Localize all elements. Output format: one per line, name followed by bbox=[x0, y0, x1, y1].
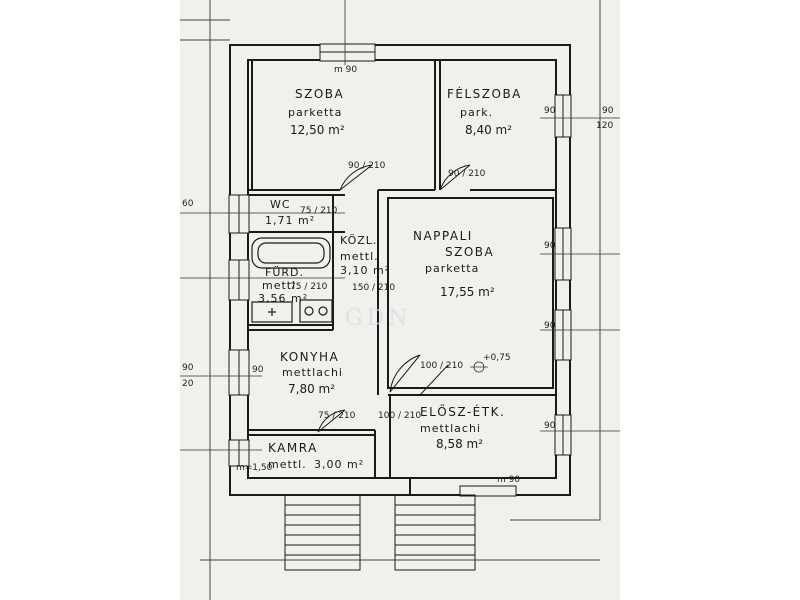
room-nappali-name: NAPPALI bbox=[413, 229, 473, 243]
room-szoba: SZOBA parketta 12,50 m² bbox=[288, 87, 345, 137]
room-furdo-area: 3,56 m² bbox=[258, 292, 308, 305]
door-swings bbox=[317, 164, 471, 433]
room-wc-area: 1,71 m² bbox=[265, 214, 315, 227]
dim-kamra-height: m=1,50 bbox=[236, 463, 273, 473]
bathtub-inner bbox=[257, 242, 325, 264]
room-nappali: NAPPALI SZOBA parketta 17,55 m² bbox=[413, 229, 495, 299]
room-furdo: FÜRD. mettl. 3,56 m² bbox=[258, 266, 308, 305]
paper-sheet bbox=[180, 0, 620, 600]
dim-left-20: 20 bbox=[182, 379, 194, 389]
room-wc-name: WC bbox=[270, 198, 291, 211]
room-kamra-name: KAMRA bbox=[268, 441, 318, 455]
room-szoba-area: 12,50 m² bbox=[290, 123, 345, 137]
door-elosz-swing bbox=[419, 364, 449, 396]
window-bottom bbox=[459, 485, 517, 497]
room-nappali-area: 17,55 m² bbox=[440, 285, 495, 299]
room-kozl-area: 3,10 m² bbox=[340, 264, 390, 277]
room-felszoba-area: 8,40 m² bbox=[465, 123, 512, 137]
dim-top-window: m 90 bbox=[334, 65, 357, 75]
room-nappali-name2: SZOBA bbox=[445, 245, 494, 259]
room-kamra-floor: mettl. bbox=[268, 458, 307, 471]
stove-burner-2 bbox=[318, 306, 328, 316]
dim-right-120: 120 bbox=[596, 121, 613, 131]
room-konyha: KONYHA mettlachi 7,80 m² bbox=[280, 350, 343, 396]
stove bbox=[299, 299, 333, 323]
room-szoba-floor: parketta bbox=[288, 106, 342, 119]
dim-felszoba-window: 90 bbox=[544, 106, 556, 116]
sink bbox=[251, 301, 293, 323]
dimension-lines bbox=[180, 0, 620, 451]
room-felszoba-floor: park. bbox=[460, 106, 493, 119]
room-felszoba: FÉLSZOBA park. 8,40 m² bbox=[447, 86, 522, 137]
room-kozl: KÖZL. mettl. 3,10 m² bbox=[340, 234, 390, 277]
room-eloszetk-area: 8,58 m² bbox=[436, 437, 483, 451]
room-kamra: KAMRA mettl. 3,00 m² bbox=[268, 441, 364, 471]
dim-right-window-2: 90 bbox=[544, 321, 556, 331]
interior-walls bbox=[248, 60, 556, 495]
room-furdo-floor: mettl. bbox=[262, 279, 301, 292]
bathroom-fixtures bbox=[251, 237, 333, 323]
dim-level: +0,75 bbox=[483, 353, 511, 363]
room-furdo-name: FÜRD. bbox=[265, 266, 304, 279]
stairs bbox=[284, 494, 476, 571]
dim-door-nappali: 150 / 210 bbox=[352, 283, 395, 293]
dim-door-konyha: 75 / 210 bbox=[318, 411, 356, 421]
room-eloszetk-floor: mettlachi bbox=[420, 422, 481, 435]
dim-bottom-window: m 90 bbox=[497, 475, 520, 485]
dim-right-90: 90 bbox=[602, 106, 614, 116]
dim-right-window-1: 90 bbox=[544, 241, 556, 251]
watermark: GDN bbox=[345, 306, 411, 331]
room-kamra-area: 3,00 m² bbox=[314, 458, 364, 471]
door-felszoba-swing bbox=[439, 164, 471, 191]
dim-left-60: 60 bbox=[182, 199, 194, 209]
stairs-right bbox=[394, 494, 476, 571]
room-wc: WC 1,71 m² bbox=[265, 198, 315, 227]
bathtub bbox=[251, 237, 331, 269]
dim-door-szoba: 90 / 210 bbox=[348, 161, 386, 171]
dim-door-wc: 75 / 210 bbox=[300, 206, 338, 216]
dim-door-elosz: 100 / 210 bbox=[378, 411, 421, 421]
room-kozl-name: KÖZL. bbox=[340, 234, 377, 247]
door-szoba-swing bbox=[339, 164, 373, 191]
stove-burner-1 bbox=[304, 306, 314, 316]
door-konyha-swing bbox=[317, 409, 346, 433]
dim-right-window-3: 90 bbox=[544, 421, 556, 431]
site-lines bbox=[180, 0, 601, 600]
dim-door-felszoba: 90 / 210 bbox=[448, 169, 486, 179]
door-nappali-swing bbox=[389, 354, 421, 393]
room-felszoba-name: FÉLSZOBA bbox=[447, 86, 522, 101]
room-konyha-floor: mettlachi bbox=[282, 366, 343, 379]
room-kozl-floor: mettl. bbox=[340, 250, 379, 263]
room-konyha-area: 7,80 m² bbox=[288, 382, 335, 396]
dim-door-furdo: 75 / 210 bbox=[290, 282, 328, 292]
room-szoba-name: SZOBA bbox=[295, 87, 344, 101]
wall-nappali bbox=[387, 197, 554, 389]
dim-door-nappali-2: 100 / 210 bbox=[420, 361, 463, 371]
room-eloszetk-name: ELŐSZ-ÉTK. bbox=[420, 404, 505, 419]
dim-konyha-window: 90 bbox=[252, 365, 264, 375]
room-eloszetk: ELŐSZ-ÉTK. mettlachi 8,58 m² bbox=[420, 404, 505, 451]
stairs-left bbox=[284, 494, 361, 571]
dim-left-90: 90 bbox=[182, 363, 194, 373]
dimension-labels: m 90 m 90 90 90 90 90 90 90 / 210 90 / 2… bbox=[182, 65, 614, 485]
room-konyha-name: KONYHA bbox=[280, 350, 339, 364]
room-nappali-floor: parketta bbox=[425, 262, 479, 275]
